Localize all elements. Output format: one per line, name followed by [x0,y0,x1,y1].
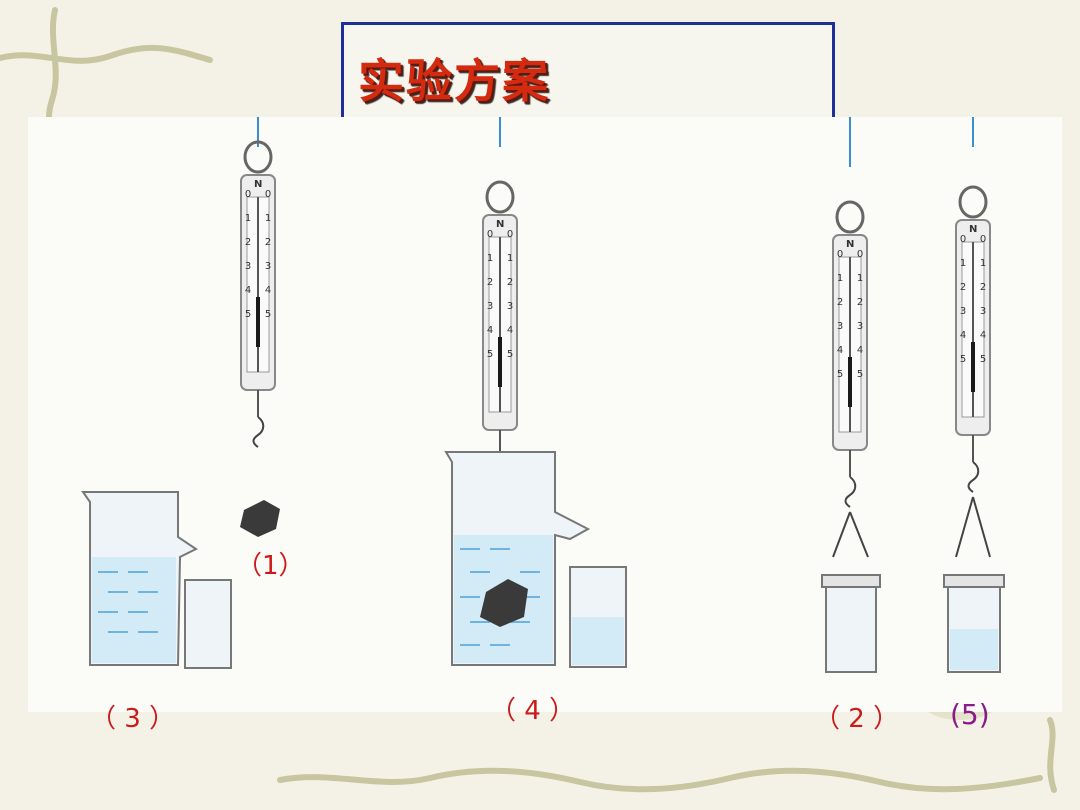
scale-tick-label: 3 [265,261,271,272]
scale-tick-label: 4 [857,345,863,356]
scale-tick-label: 5 [960,354,966,365]
spring-scale-5: N [954,185,992,494]
scale-tick-label: 1 [487,253,493,264]
scale-tick-label: 1 [507,253,513,264]
scale-tick-label: 5 [265,309,271,320]
scale-tick-label: 4 [960,330,966,341]
scale-tick-label: 4 [507,325,513,336]
hanging-bucket-2 [821,511,881,673]
step-label-2: （ 2 ） [814,704,900,734]
experiment-figure: N N N N [28,117,1062,712]
overflow-beaker-4 [444,451,591,666]
page-title: 实验方案 [358,54,550,108]
scale-tick-label: 0 [245,189,251,200]
scale-tick-label: 2 [980,282,986,293]
scale-tick-label: 0 [507,229,513,240]
scale-tick-label: 4 [487,325,493,336]
scale-tick-label: 3 [487,301,493,312]
step-label-4: （ 4 ） [490,696,576,726]
scale-tick-label: 0 [980,234,986,245]
scale-tick-label: 1 [960,258,966,269]
scale-tick-label: 5 [837,369,843,380]
scale-tick-label: 1 [265,213,271,224]
scale-tick-label: 2 [837,297,843,308]
scale-tick-label: 1 [980,258,986,269]
scale-tick-label: 5 [507,349,513,360]
overflow-beaker-3 [81,491,198,666]
scale-tick-label: 2 [487,277,493,288]
svg-text:N: N [496,219,504,230]
scale-tick-label: 4 [265,285,271,296]
scale-tick-label: 5 [245,309,251,320]
step-label-5: (5) [950,698,990,731]
hanging-bucket-5 [943,496,1005,673]
small-beaker-3 [184,579,232,669]
scale-tick-label: 2 [507,277,513,288]
scale-tick-label: 1 [245,213,251,224]
rock-in-water [480,579,528,627]
scale-tick-label: 2 [245,237,251,248]
scale-tick-label: 5 [487,349,493,360]
step-label-3: （ 3 ） [90,704,176,734]
svg-text:N: N [254,179,262,190]
scale-tick-label: 3 [837,321,843,332]
scale-tick-label: 0 [837,249,843,260]
scale-tick-label: 3 [507,301,513,312]
spring-scale-1: N [239,140,277,449]
scale-tick-label: 0 [487,229,493,240]
scale-tick-label: 0 [265,189,271,200]
scale-tick-label: 3 [980,306,986,317]
spring-scale-4: N [481,180,519,489]
scale-tick-label: 1 [837,273,843,284]
scale-tick-label: 4 [980,330,986,341]
scale-tick-label: 4 [245,285,251,296]
svg-text:N: N [969,224,977,235]
scale-tick-label: 0 [960,234,966,245]
scale-tick-label: 3 [960,306,966,317]
scale-tick-label: 1 [857,273,863,284]
scale-tick-label: 2 [857,297,863,308]
scale-tick-label: 5 [980,354,986,365]
experiment-illustration: N N N N [81,117,1005,673]
scale-tick-label: 3 [245,261,251,272]
title-box: 实验方案 [341,22,835,124]
svg-text:N: N [846,239,854,250]
scale-tick-label: 3 [857,321,863,332]
rock-in-air [240,500,280,537]
scale-tick-label: 5 [857,369,863,380]
scale-tick-label: 4 [837,345,843,356]
scale-tick-label: 2 [960,282,966,293]
spring-scale-2: N [831,200,869,509]
scale-tick-label: 0 [857,249,863,260]
scale-tick-label: 2 [265,237,271,248]
small-beaker-4 [569,566,627,668]
step-label-1: （1） [236,551,305,581]
